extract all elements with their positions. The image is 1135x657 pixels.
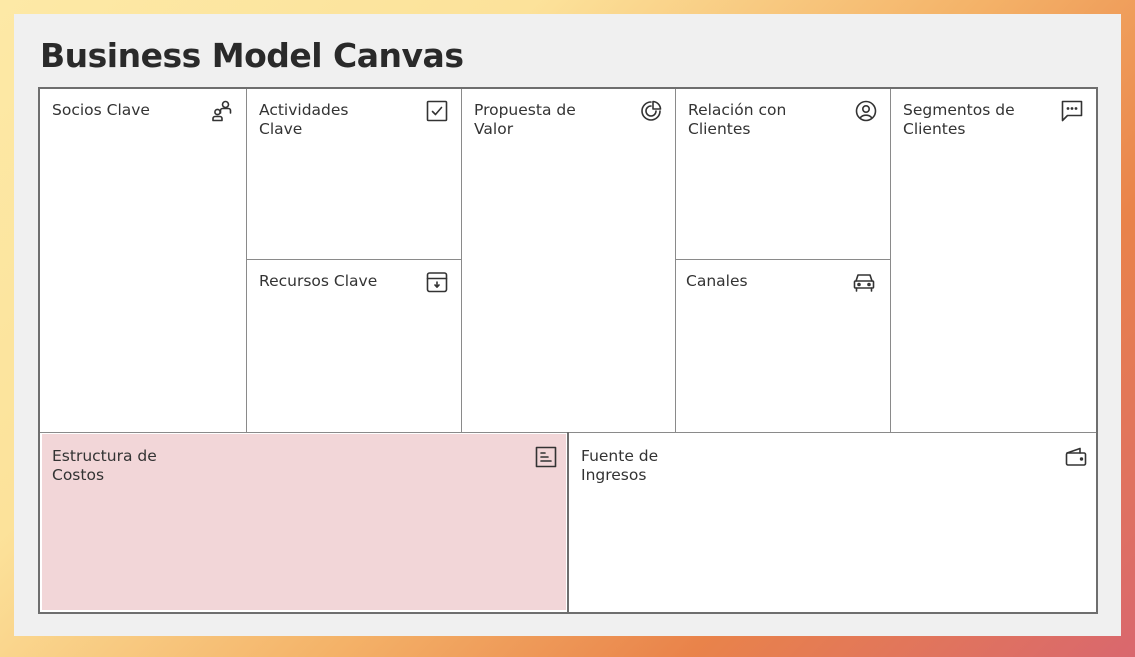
divider	[247, 259, 461, 260]
block-label: Propuesta de Valor	[474, 101, 576, 138]
checkbox-icon	[425, 99, 449, 123]
block-relacion-con-clientes[interactable]: Relación con Clientes	[676, 89, 890, 259]
user-circle-icon	[854, 99, 878, 123]
business-model-canvas: Socios Clave Actividades Clave	[38, 87, 1098, 614]
block-fuente-de-ingresos[interactable]: Fuente de Ingresos	[569, 432, 1096, 612]
divider	[890, 89, 891, 432]
block-segmentos-de-clientes[interactable]: Segmentos de Clientes	[891, 89, 1096, 432]
divider	[246, 89, 247, 432]
block-actividades-clave[interactable]: Actividades Clave	[247, 89, 461, 259]
block-label: Canales	[686, 272, 748, 290]
block-canales[interactable]: Canales	[676, 260, 890, 432]
block-estructura-de-costos[interactable]: Estructura de Costos	[42, 434, 566, 610]
block-label: Actividades Clave	[259, 101, 349, 138]
block-label: Recursos Clave	[259, 272, 378, 290]
block-propuesta-de-valor[interactable]: Propuesta de Valor	[462, 89, 675, 432]
block-label: Socios Clave	[52, 101, 150, 119]
truck-icon	[852, 270, 876, 294]
archive-box-icon	[425, 270, 449, 294]
block-label: Fuente de Ingresos	[581, 447, 659, 484]
page-title: Business Model Canvas	[40, 36, 464, 75]
block-label: Estructura de Costos	[52, 447, 157, 484]
wallet-icon	[1064, 445, 1088, 469]
block-socios-clave[interactable]: Socios Clave	[40, 89, 246, 432]
canvas-panel: Business Model Canvas Socios Clave Activ…	[14, 14, 1121, 636]
partners-icon	[210, 99, 234, 123]
document-lines-icon	[534, 445, 558, 469]
block-recursos-clave[interactable]: Recursos Clave	[247, 260, 461, 432]
block-label: Segmentos de Clientes	[903, 101, 1015, 138]
divider	[676, 259, 890, 260]
divider	[461, 89, 462, 432]
block-label: Relación con Clientes	[688, 101, 787, 138]
chat-bubble-icon	[1060, 99, 1084, 123]
divider	[567, 432, 569, 612]
divider	[675, 89, 676, 432]
pie-chart-icon	[639, 99, 663, 123]
